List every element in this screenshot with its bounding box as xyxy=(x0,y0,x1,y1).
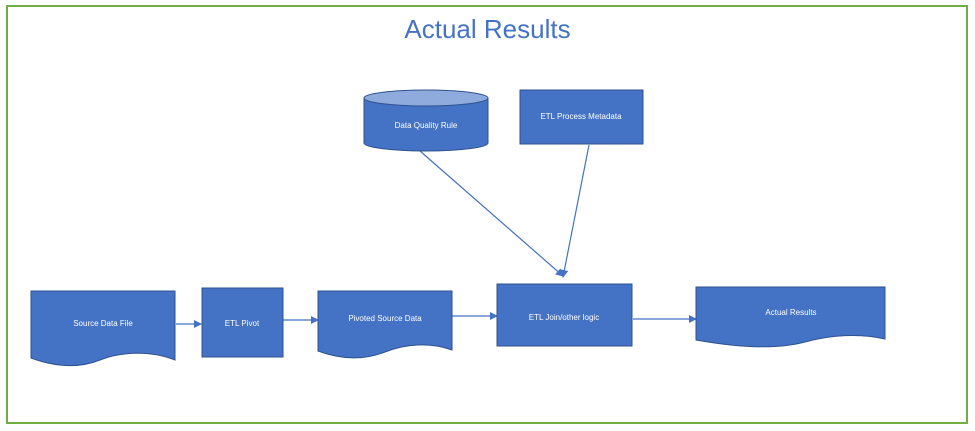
node-label: Data Quality Rule xyxy=(395,121,458,130)
edge-rule-to-join xyxy=(419,150,564,277)
node-label: ETL Pivot xyxy=(225,319,260,328)
node-etl-join-logic: ETL Join/other logic xyxy=(496,283,633,347)
node-pivoted-source-data: Pivoted Source Data xyxy=(317,290,453,359)
cylinder-body xyxy=(363,97,489,152)
node-label: ETL Process Metadata xyxy=(540,112,622,121)
node-etl-pivot: ETL Pivot xyxy=(201,287,284,358)
node-actual-results: Actual Results xyxy=(695,286,886,348)
node-label: Actual Results xyxy=(765,308,816,317)
node-source-data-file: Source Data File xyxy=(30,290,176,367)
node-label: Pivoted Source Data xyxy=(348,314,422,323)
node-label: ETL Join/other logic xyxy=(529,313,599,322)
diagram-title: Actual Results xyxy=(404,14,571,44)
node-label: Source Data File xyxy=(73,319,133,328)
node-etl-process-metadata: ETL Process Metadata xyxy=(519,89,644,145)
edge-metadata-to-join xyxy=(560,144,590,278)
node-data-quality-rule: Data Quality Rule xyxy=(363,89,489,152)
cylinder-top xyxy=(363,89,489,107)
